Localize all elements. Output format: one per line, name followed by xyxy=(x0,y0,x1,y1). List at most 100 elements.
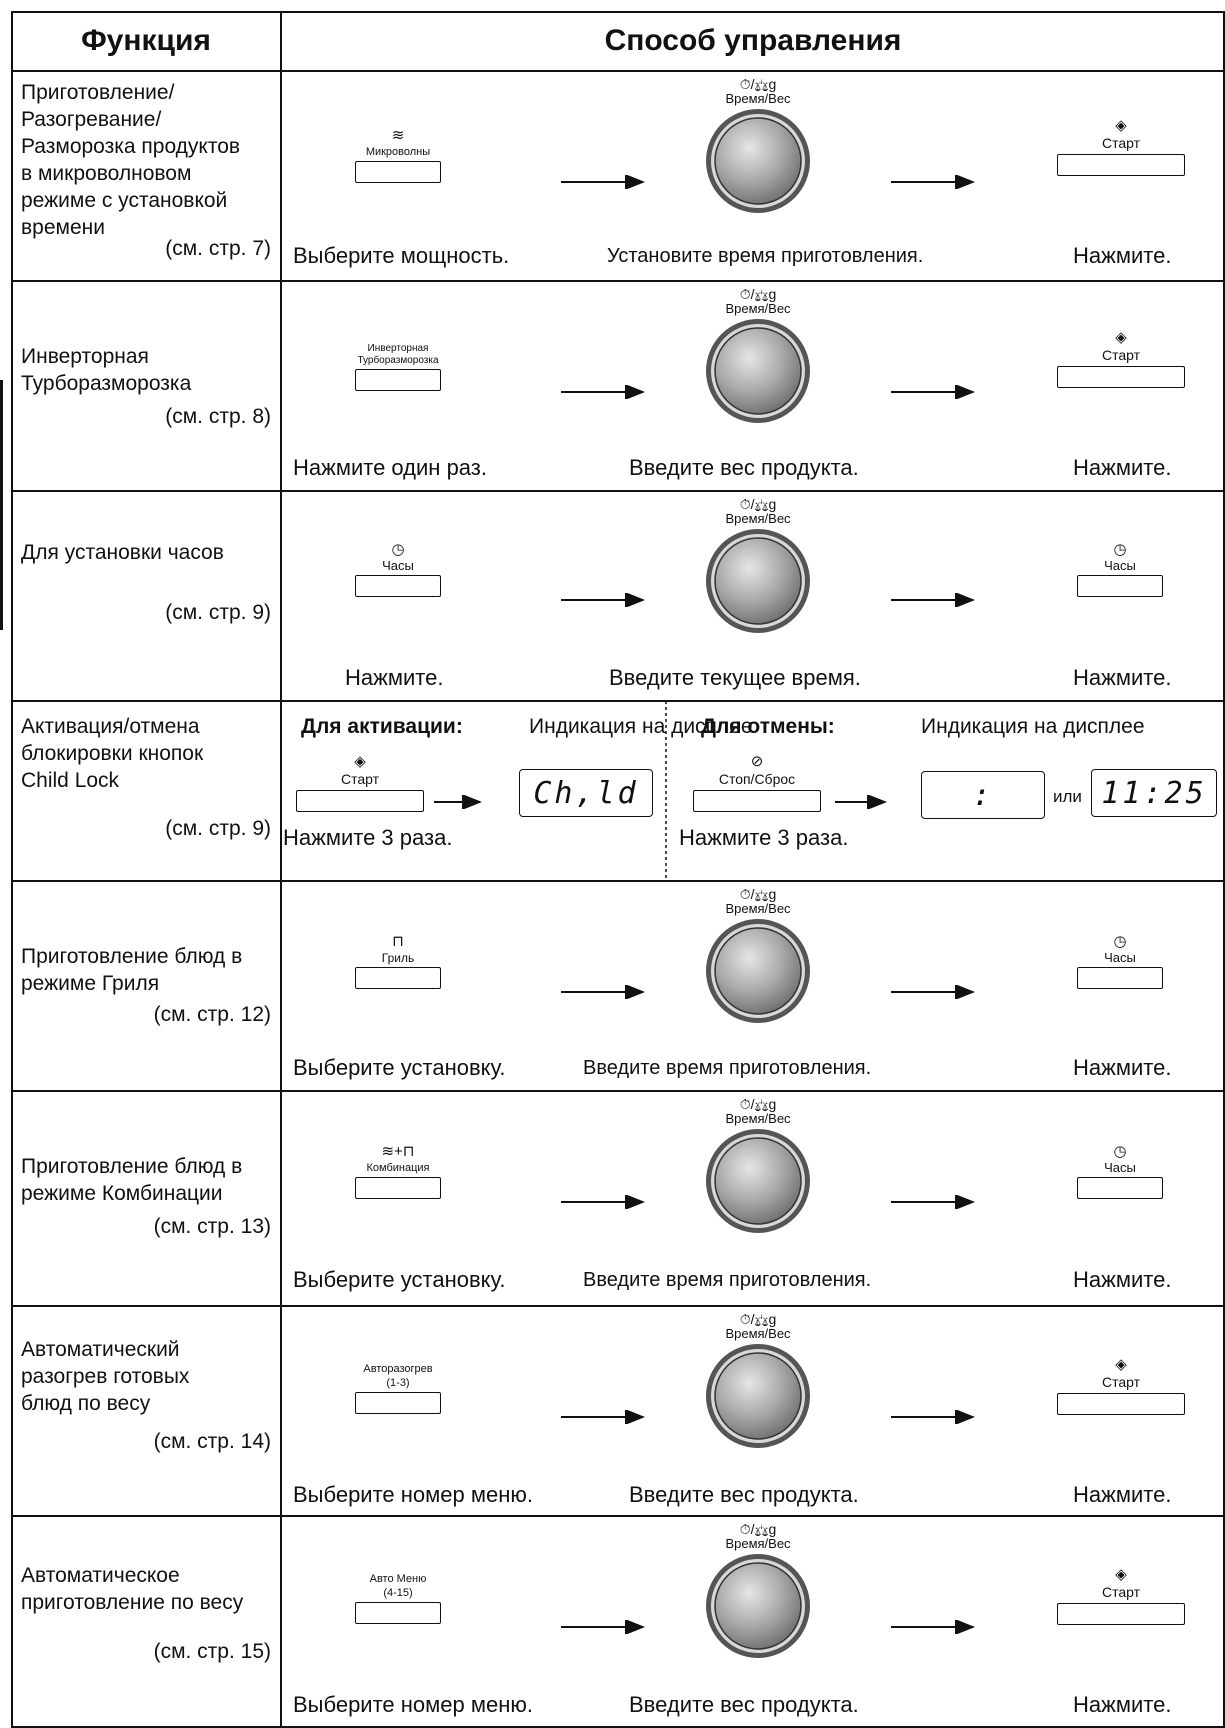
step-2-text: Введите вес продукта. xyxy=(629,455,859,480)
dial-label: Время/Вес xyxy=(725,1111,791,1126)
step-2-text: Введите время приготовления. xyxy=(583,1057,872,1079)
button-label: Авто Меню (4-15) xyxy=(369,1573,427,1599)
time-weight-dial[interactable]: ⏱/⚖g Время/Вес xyxy=(703,887,813,1031)
combination-button[interactable]: ≋+⊓ Комбинация xyxy=(355,1143,441,1199)
dial-knob[interactable] xyxy=(703,316,813,426)
time-weight-dial[interactable]: ⏱/⚖g Время/Вес xyxy=(703,77,813,221)
step-3-text: Нажмите. xyxy=(1073,455,1172,480)
header-function: Функция xyxy=(81,24,211,57)
page-ref: (см. стр. 7) xyxy=(165,237,271,260)
dial-knob[interactable] xyxy=(703,1126,813,1236)
table-row: Для установки часов (см. стр. 9) ◷ Часы … xyxy=(11,491,1225,701)
time-weight-dial[interactable]: ⏱/⚖g Время/Вес xyxy=(703,287,813,431)
button-label: Старт xyxy=(1101,1374,1141,1390)
step-3-text: Нажмите. xyxy=(1073,1055,1172,1080)
function-cell: Приготовление/ Разогревание/ Разморозка … xyxy=(11,71,281,281)
button-label: Инверторная Турборазморозка xyxy=(357,343,439,366)
button-label: Часы xyxy=(1104,558,1136,573)
dial-knob[interactable] xyxy=(703,1341,813,1451)
combination-icon: ≋+⊓ xyxy=(381,1143,415,1160)
dial-knob[interactable] xyxy=(703,106,813,216)
deactivate-title: Для отмены: xyxy=(701,715,835,738)
function-cell: Инверторная Турборазморозка (см. стр. 8) xyxy=(11,281,281,491)
inverter-defrost-button[interactable]: Инверторная Турборазморозка xyxy=(355,343,441,391)
start-button[interactable]: ◈ Старт xyxy=(1057,329,1185,388)
function-text: Автоматический разогрев готовых блюд по … xyxy=(21,1338,190,1415)
microwave-icon: ≋ xyxy=(391,127,405,144)
function-cell: Приготовление блюд в режиме Гриля (см. с… xyxy=(11,881,281,1091)
button-key[interactable] xyxy=(355,161,441,183)
table-row: Инверторная Турборазморозка (см. стр. 8)… xyxy=(11,281,1225,491)
step-activate-text: Нажмите 3 раза. xyxy=(283,825,453,850)
grill-button[interactable]: ⊓ Гриль xyxy=(355,933,441,989)
button-key[interactable] xyxy=(355,1177,441,1199)
button-label: Старт xyxy=(1101,347,1141,363)
button-key[interactable] xyxy=(355,967,441,989)
start-button[interactable]: ◈ Старт xyxy=(1057,1356,1185,1415)
timer-weight-icon: ⏱/⚖g xyxy=(739,496,777,512)
microwave-button[interactable]: ≋ Микроволны xyxy=(355,127,441,183)
button-key[interactable] xyxy=(1077,1177,1163,1199)
button-key[interactable] xyxy=(355,575,441,597)
time-weight-dial[interactable]: ⏱/⚖g Время/Вес xyxy=(703,1312,813,1456)
button-key[interactable] xyxy=(1057,366,1185,388)
start-button[interactable]: ◈ Старт xyxy=(1057,117,1185,176)
button-key[interactable] xyxy=(1057,154,1185,176)
table-row: Автоматическое приготовление по весу (см… xyxy=(11,1516,1225,1728)
stop-reset-button[interactable]: ⊘ Стоп/Сброс xyxy=(693,753,821,812)
page-ref: (см. стр. 8) xyxy=(165,405,271,428)
auto-menu-button[interactable]: Авто Меню (4-15) xyxy=(355,1572,441,1624)
function-text: Автоматическое приготовление по весу xyxy=(21,1564,244,1614)
clock-icon: ◷ xyxy=(391,541,405,558)
dial-knob[interactable] xyxy=(703,916,813,1026)
function-cell: Автоматическое приготовление по весу (см… xyxy=(11,1516,281,1728)
clock-button[interactable]: ◷ Часы xyxy=(1077,1143,1163,1199)
start-button[interactable]: ◈ Старт xyxy=(1057,1566,1185,1625)
time-weight-dial[interactable]: ⏱/⚖g Время/Вес xyxy=(703,497,813,641)
step-1-text: Выберите номер меню. xyxy=(293,1692,533,1717)
start-icon: ◈ xyxy=(1115,117,1127,134)
time-weight-dial[interactable]: ⏱/⚖g Время/Вес xyxy=(703,1522,813,1666)
button-label: Комбинация xyxy=(366,1162,430,1174)
stop-icon: ⊘ xyxy=(750,753,764,770)
button-key[interactable] xyxy=(693,790,821,812)
step-1-text: Нажмите. xyxy=(345,665,444,690)
step-2-text: Введите вес продукта. xyxy=(629,1692,859,1717)
function-text: Инверторная Турборазморозка xyxy=(21,345,192,395)
start-button[interactable]: ◈ Старт xyxy=(296,753,424,812)
clock-button[interactable]: ◷ Часы xyxy=(355,541,441,597)
dial-knob[interactable] xyxy=(703,1551,813,1661)
button-key[interactable] xyxy=(355,369,441,391)
button-key[interactable] xyxy=(355,1392,441,1414)
clock-button[interactable]: ◷ Часы xyxy=(1077,933,1163,989)
step-3-text: Нажмите. xyxy=(1073,1267,1172,1292)
time-weight-dial[interactable]: ⏱/⚖g Время/Вес xyxy=(703,1097,813,1241)
button-key[interactable] xyxy=(1057,1393,1185,1415)
button-key[interactable] xyxy=(296,790,424,812)
dial-label: Время/Вес xyxy=(725,301,791,316)
button-label: Стоп/Сброс xyxy=(718,771,796,787)
arrow-icon xyxy=(891,1410,975,1424)
arrow-icon xyxy=(561,985,645,999)
clock-button[interactable]: ◷ Часы xyxy=(1077,541,1163,597)
step-3-text: Нажмите. xyxy=(1073,1482,1172,1507)
activate-title: Для активации: xyxy=(301,715,463,738)
step-2-text: Введите текущее время. xyxy=(609,665,861,690)
function-cell: Автоматический разогрев готовых блюд по … xyxy=(11,1306,281,1516)
display-time: 11:25 xyxy=(1091,769,1217,817)
timer-weight-icon: ⏱/⚖g xyxy=(739,1521,777,1537)
button-key[interactable] xyxy=(1077,967,1163,989)
function-text: Для установки часов xyxy=(21,541,224,564)
button-key[interactable] xyxy=(1057,1603,1185,1625)
auto-reheat-button[interactable]: Авторазогрев (1-3) xyxy=(355,1362,441,1414)
arrow-icon xyxy=(891,985,975,999)
timer-weight-icon: ⏱/⚖g xyxy=(739,76,777,92)
step-1-text: Нажмите один раз. xyxy=(293,455,487,480)
button-key[interactable] xyxy=(355,1602,441,1624)
page-ref: (см. стр. 9) xyxy=(165,817,271,840)
arrow-icon xyxy=(891,385,975,399)
button-key[interactable] xyxy=(1077,575,1163,597)
clock-icon: ◷ xyxy=(1113,1143,1127,1160)
dial-label: Время/Вес xyxy=(725,901,791,916)
dial-knob[interactable] xyxy=(703,526,813,636)
